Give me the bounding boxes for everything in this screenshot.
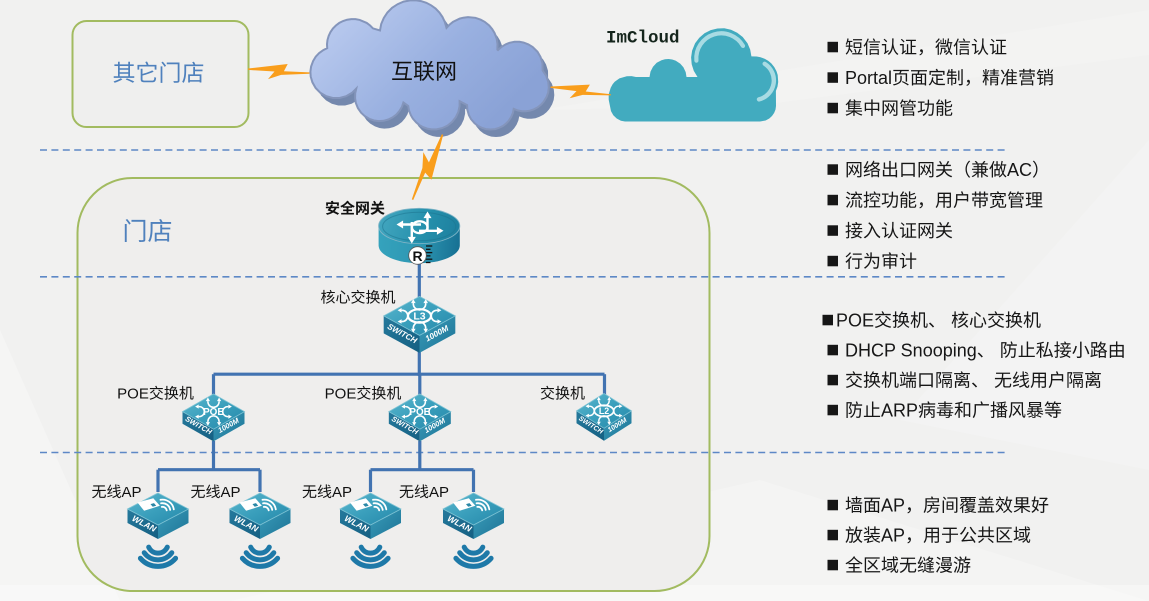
svg-text:L3: L3 [413,311,425,323]
svg-text:POE交换机、 核心交换机: POE交换机、 核心交换机 [836,310,1041,330]
svg-text:其它门店: 其它门店 [113,60,205,86]
svg-text:墙面AP，房间覆盖效果好: 墙面AP，房间覆盖效果好 [845,495,1049,515]
svg-text:集中网管功能: 集中网管功能 [845,98,953,118]
svg-text:POE交换机: POE交换机 [117,386,194,403]
svg-text:短信认证，微信认证: 短信认证，微信认证 [845,37,1007,57]
svg-text:放装AP，用于公共区域: 放装AP，用于公共区域 [845,525,1031,545]
svg-text:POE交换机: POE交换机 [325,386,402,403]
svg-text:无线AP: 无线AP [91,484,141,501]
svg-text:L2: L2 [599,406,609,416]
svg-text:无线AP: 无线AP [399,484,449,501]
svg-text:全区域无缝漫游: 全区域无缝漫游 [845,555,971,575]
svg-text:接入认证网关: 接入认证网关 [845,221,953,241]
svg-text:防止ARP病毒和广播风暴等: 防止ARP病毒和广播风暴等 [845,400,1062,420]
svg-text:交换机: 交换机 [540,386,585,403]
svg-text:流控功能，用户带宽管理: 流控功能，用户带宽管理 [845,190,1043,210]
svg-text:互联网: 互联网 [391,59,457,84]
svg-text:无线AP: 无线AP [190,484,240,501]
svg-text:交换机端口隔离、 无线用户隔离: 交换机端口隔离、 无线用户隔离 [845,370,1102,390]
svg-text:DHCP Snooping、 防止私接小路由: DHCP Snooping、 防止私接小路由 [845,340,1126,360]
svg-text:POE: POE [409,407,430,418]
svg-text:门店: 门店 [122,218,172,246]
svg-text:无线AP: 无线AP [302,484,352,501]
svg-text:核心交换机: 核心交换机 [320,290,395,307]
svg-text:R: R [412,248,422,264]
svg-text:Portal页面定制，精准营销: Portal页面定制，精准营销 [845,68,1054,88]
svg-text:POE: POE [203,407,224,418]
svg-text:ImCloud: ImCloud [606,29,680,49]
svg-text:行为审计: 行为审计 [845,251,917,271]
svg-text:安全网关: 安全网关 [325,201,385,218]
svg-text:网络出口网关（兼做AC）: 网络出口网关（兼做AC） [845,160,1050,180]
